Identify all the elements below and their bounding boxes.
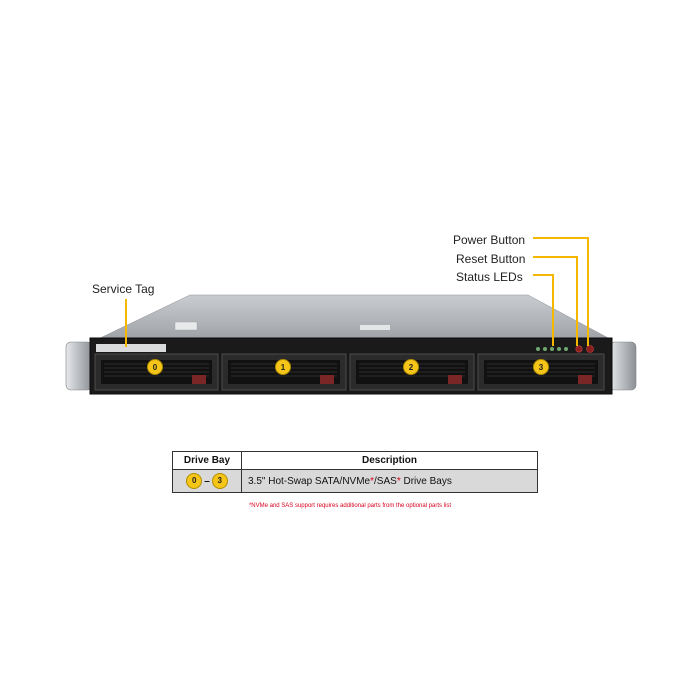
rack-ear-left xyxy=(65,341,93,391)
bay-range: 0 – 3 xyxy=(186,473,228,489)
description-text-1: 3.5" Hot-Swap SATA/NVMe xyxy=(248,475,371,487)
bay-badge-label: 2 xyxy=(409,363,414,372)
bay-end-badge: 3 xyxy=(211,473,228,489)
service-tag-label: Service Tag xyxy=(92,282,155,296)
status-leds-label: Status LEDs xyxy=(456,270,523,284)
bay-badge-label: 0 xyxy=(153,363,158,372)
table-header-row: Drive Bay Description xyxy=(172,451,538,470)
bay-badge-label: 1 xyxy=(281,363,286,372)
status-leds xyxy=(536,347,568,351)
bay-range-dash: – xyxy=(204,475,210,487)
description-text-3: Drive Bays xyxy=(400,475,452,487)
power-button-label: Power Button xyxy=(453,233,526,247)
description-cell: 3.5" Hot-Swap SATA/NVMe*/SAS* Drive Bays xyxy=(241,469,538,493)
reset-button-label: Reset Button xyxy=(456,252,526,266)
status-leds-callout xyxy=(533,274,554,346)
chassis-label-plate xyxy=(360,325,390,330)
callout-lines xyxy=(125,237,589,347)
header-drive-bay: Drive Bay xyxy=(172,451,242,470)
description-text-2: /SAS xyxy=(374,475,397,487)
footnote-star: * xyxy=(370,475,375,487)
reset-button-callout xyxy=(533,256,578,346)
footnote: *NVMe and SAS support requires additiona… xyxy=(248,503,452,509)
drive-bay-table: Drive Bay Description 0 – 3 3.5" Hot-Swa… xyxy=(172,451,538,493)
bay-range-cell: 0 – 3 xyxy=(172,469,242,493)
rack-ear-right xyxy=(609,341,637,391)
chassis-top xyxy=(95,294,613,341)
bay-badge: 2 xyxy=(403,359,419,375)
bay-badge: 0 xyxy=(147,359,163,375)
bay-start-badge: 0 xyxy=(186,473,203,489)
table-row: 0 – 3 3.5" Hot-Swap SATA/NVMe*/SAS* Driv… xyxy=(172,469,538,493)
service-tag xyxy=(96,344,166,352)
reset-button xyxy=(575,345,583,353)
power-button-callout xyxy=(533,237,589,346)
power-button xyxy=(586,345,594,353)
bay-badge: 1 xyxy=(275,359,291,375)
bay-badge-label: 3 xyxy=(539,363,544,372)
header-description: Description xyxy=(241,451,538,470)
footnote-star: * xyxy=(396,475,401,487)
bay-badge: 3 xyxy=(533,359,549,375)
chassis-label-plate xyxy=(174,321,198,331)
